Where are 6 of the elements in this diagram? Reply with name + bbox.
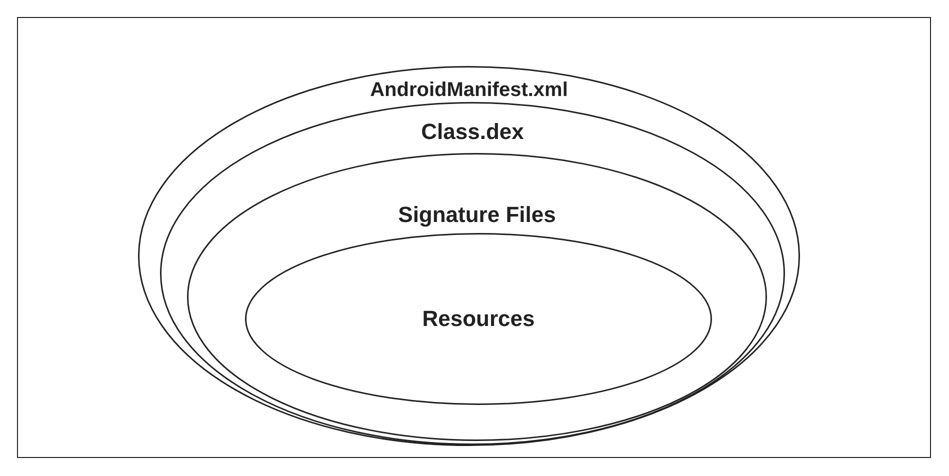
layer-label: AndroidManifest.xml <box>370 78 568 102</box>
layer-label: Signature Files <box>398 203 556 227</box>
layer-ellipse <box>187 153 767 441</box>
layer-label: Class.dex <box>421 120 524 144</box>
layer-label: Resources <box>422 307 535 331</box>
layer-ellipse <box>245 233 712 405</box>
